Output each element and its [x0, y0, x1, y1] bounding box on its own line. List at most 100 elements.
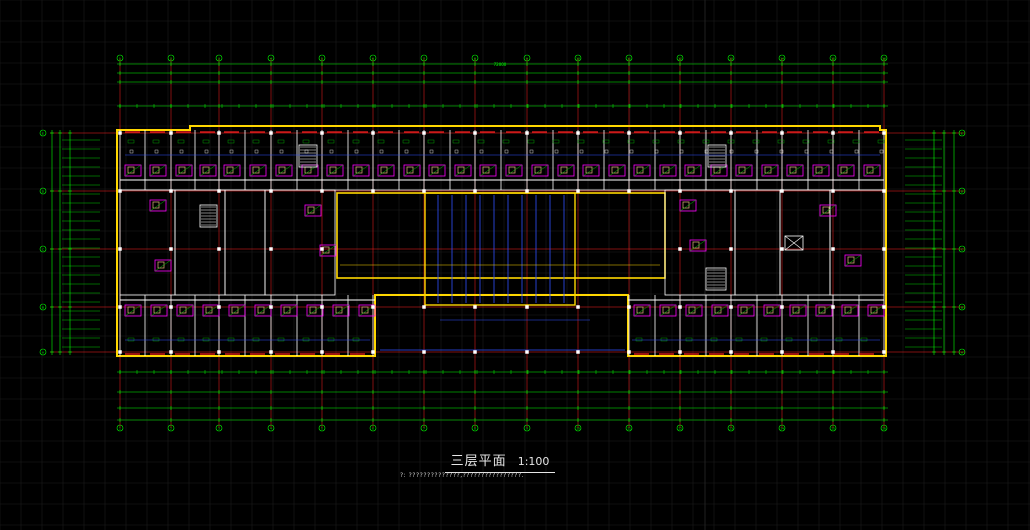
bathroom-fixture	[377, 164, 395, 177]
wing-room	[829, 189, 885, 296]
bathroom-fixture	[737, 304, 755, 317]
room-tag	[852, 139, 860, 144]
bathroom-fixture	[176, 304, 194, 317]
room-label-marker	[804, 149, 809, 154]
axis-bubble-bottom	[676, 424, 684, 432]
room-tag	[627, 139, 635, 144]
bathroom-fixture	[786, 164, 804, 177]
room-tag	[202, 139, 210, 144]
bathroom-detail	[175, 164, 193, 177]
axis-bubble-bottom	[471, 424, 479, 432]
room-tag	[860, 337, 868, 342]
bathroom-fixture	[761, 164, 779, 177]
bathroom-detail	[154, 259, 172, 272]
structural-column	[118, 305, 122, 309]
structural-column	[831, 305, 835, 309]
structural-column	[217, 305, 221, 309]
bathroom-fixture	[608, 164, 626, 177]
axis-label-bottom: 13	[729, 427, 733, 431]
room-label-marker	[354, 149, 359, 154]
bathroom-fixture	[150, 304, 168, 317]
room-tag	[760, 337, 768, 342]
drawing-title-text: 三层平面	[450, 454, 507, 469]
bathroom-detail	[199, 164, 217, 177]
bathroom-fixture	[149, 164, 167, 177]
bathroom-fixture	[789, 304, 807, 317]
room-tag	[127, 139, 135, 144]
room-label-marker	[629, 149, 634, 154]
axis-bubble-bottom	[267, 424, 275, 432]
room-tag	[427, 139, 435, 144]
bathroom-fixture	[659, 164, 677, 177]
bathroom-detail	[863, 164, 881, 177]
structural-column	[422, 350, 426, 354]
axis-label-side: B	[42, 306, 44, 310]
bathroom-detail	[150, 304, 168, 317]
axis-label-top: 10	[576, 57, 580, 61]
room-tag	[302, 337, 310, 342]
axis-bubble-top	[880, 54, 888, 62]
bathroom-detail	[761, 164, 779, 177]
axis-bubble-top	[215, 54, 223, 62]
structural-column	[576, 305, 580, 309]
wing-room	[119, 189, 176, 296]
room-tag	[177, 337, 185, 342]
room-label-marker	[504, 149, 509, 154]
room-tag	[327, 337, 335, 342]
structural-column	[118, 189, 122, 193]
bathroom-fixture	[633, 304, 651, 317]
bathroom-fixture	[149, 199, 167, 212]
bathroom-fixture	[531, 164, 549, 177]
bathroom-fixture	[124, 164, 142, 177]
structural-column	[269, 247, 273, 251]
room-tag	[735, 337, 743, 342]
bathroom-fixture	[479, 164, 497, 177]
axis-label-top: 15	[831, 57, 835, 61]
room-tag	[685, 337, 693, 342]
bathroom-detail	[763, 304, 781, 317]
bathroom-detail	[582, 164, 600, 177]
structural-column	[729, 350, 733, 354]
axis-label-bottom: 2	[170, 427, 172, 431]
axis-bubble-top	[267, 54, 275, 62]
room-tag	[202, 337, 210, 342]
bathroom-fixture	[199, 164, 217, 177]
bathroom-detail	[685, 304, 703, 317]
bathroom-fixture	[684, 164, 702, 177]
room-tag	[660, 337, 668, 342]
structural-column	[576, 350, 580, 354]
axis-bubble-side	[39, 348, 47, 356]
bathroom-detail	[659, 164, 677, 177]
axis-label-side: C	[42, 248, 44, 252]
structural-column	[118, 247, 122, 251]
room-tag	[827, 139, 835, 144]
structural-column	[780, 350, 784, 354]
bathroom-detail	[254, 304, 272, 317]
stair-enclosure	[298, 144, 318, 168]
structural-column	[627, 305, 631, 309]
room-label-marker	[754, 149, 759, 154]
room-tag	[785, 337, 793, 342]
axis-bubble-side	[958, 245, 966, 253]
bathroom-detail	[326, 164, 344, 177]
axis-bubble-bottom	[116, 424, 124, 432]
axis-bubble-bottom	[523, 424, 531, 432]
room-label-marker	[454, 149, 459, 154]
bathroom-detail	[737, 304, 755, 317]
bathroom-detail	[837, 164, 855, 177]
structural-column	[118, 350, 122, 354]
axis-bubble-side	[958, 348, 966, 356]
room-tag	[652, 139, 660, 144]
room-label-marker	[229, 149, 234, 154]
axis-label-side: E	[961, 132, 963, 136]
structural-column	[831, 350, 835, 354]
room-label-marker	[254, 149, 259, 154]
structural-column	[678, 305, 682, 309]
axis-label-side: E	[42, 132, 44, 136]
axis-label-side: C	[961, 248, 963, 252]
bathroom-detail	[223, 164, 241, 177]
bathroom-detail	[815, 304, 833, 317]
structural-column	[371, 305, 375, 309]
bathroom-fixture	[428, 164, 446, 177]
